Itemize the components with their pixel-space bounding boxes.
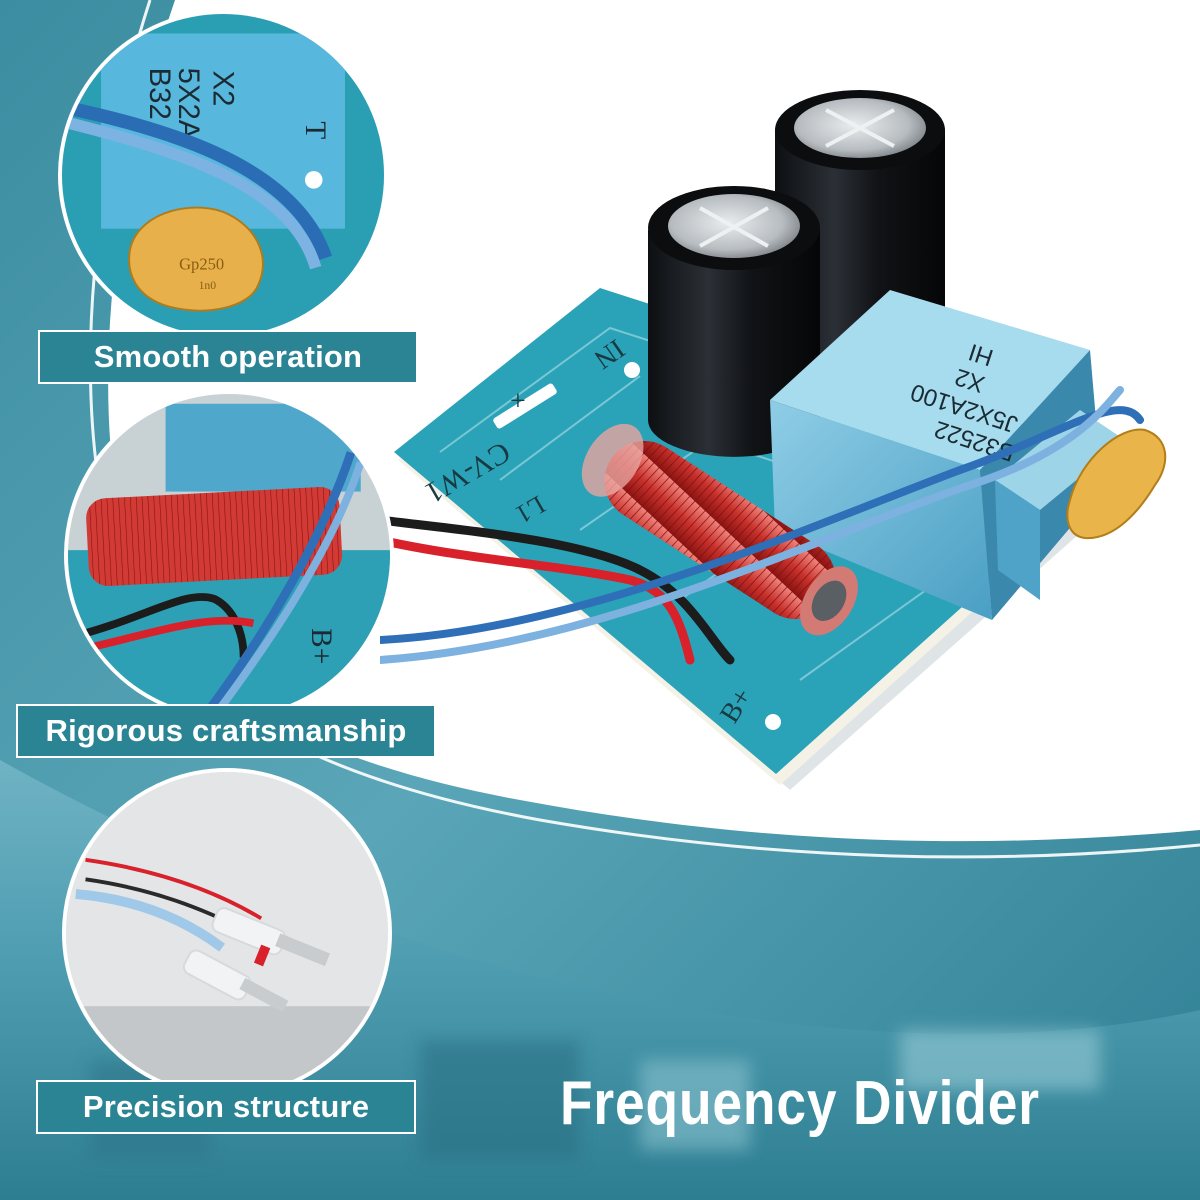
ceramic-capacitor bbox=[1066, 428, 1167, 540]
marking-plus: + bbox=[510, 386, 526, 417]
small-cap-text-c: X2 bbox=[206, 71, 238, 107]
feature-label-structure: Precision structure bbox=[36, 1080, 416, 1134]
small-cap-text-a: B32 bbox=[143, 68, 175, 120]
small-cap-text-b: 5X2A bbox=[172, 68, 204, 140]
detail-circle-craftsmanship: B+ bbox=[64, 390, 394, 720]
feature-label-craftsmanship: Rigorous craftsmanship bbox=[16, 704, 436, 758]
marking-b-plus: B+ bbox=[305, 628, 337, 664]
yellow-cap-value: 1n0 bbox=[199, 279, 217, 292]
product-title: Frequency Divider bbox=[560, 1069, 1040, 1138]
film-capacitor-small bbox=[995, 410, 1125, 600]
inductor-coil bbox=[581, 423, 858, 636]
wires bbox=[380, 386, 1144, 665]
detail-circle-structure bbox=[62, 768, 392, 1098]
crossover-board-illustration: IN + CV-W1 L1 B+ B32522 J5X2A100 X bbox=[380, 90, 1167, 790]
yellow-cap-text: Gp250 bbox=[179, 255, 224, 274]
detail-circle-operation: B32 5X2A X2 T Gp250 1n0 bbox=[58, 10, 388, 340]
marking-tweeter: T bbox=[299, 121, 331, 139]
feature-label-operation: Smooth operation bbox=[38, 330, 418, 384]
